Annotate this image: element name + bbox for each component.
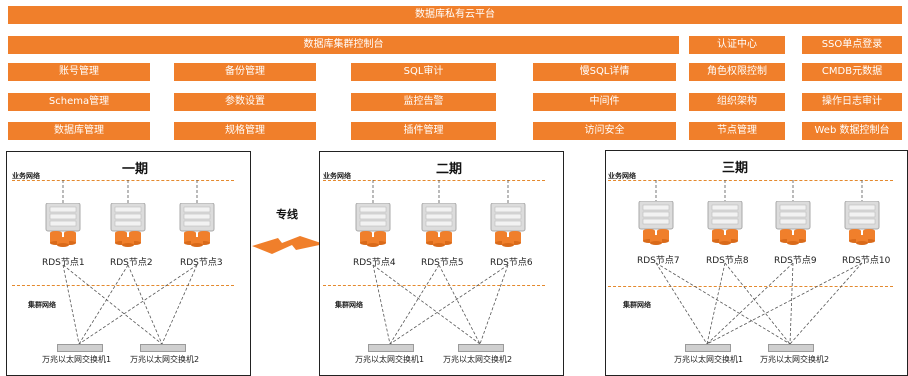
node-label: RDS节点8 [706,256,749,266]
connection-line [706,262,794,345]
connection-line [161,264,198,345]
switch-label: 万兆以太网交换机2 [130,355,200,364]
cluster-net-label-1: 集群网络 [28,301,56,309]
rds-server-icon [354,202,392,247]
rds-server-icon [774,200,812,245]
switch-label: 万兆以太网交换机2 [443,355,513,364]
module-slow-sql: 慢SQL详情 [533,63,676,81]
module-spec-mgmt: 规格管理 [174,122,316,140]
platform-title-bar: 数据库私有云平台 [8,6,902,24]
module-web-console: Web 数据控制台 [802,122,902,140]
connection-line [706,262,726,345]
switch-device [458,344,504,352]
connection-line [62,264,80,345]
phase-panel-3 [605,150,908,376]
business-net-line-2 [323,180,545,181]
module-schema-mgmt: Schema管理 [8,93,150,111]
business-net-line-1 [12,180,234,181]
module-cmdb: CMDB元数据 [802,63,902,81]
business-net-line-3 [608,180,893,181]
switch-device [368,344,414,352]
module-db-mgmt: 数据库管理 [8,122,150,140]
connection-line [789,262,794,345]
connection-line [789,262,863,345]
node-label: RDS节点9 [774,256,817,266]
switch-device [140,344,186,352]
auth-center-bar: 认证中心 [689,36,785,54]
business-net-label-2: 业务网络 [323,172,351,180]
rds-server-icon [489,202,527,247]
rds-server-icon [420,202,458,247]
business-net-label-3: 业务网络 [608,172,636,180]
module-plugin-mgmt: 插件管理 [351,122,496,140]
rds-server-icon [637,200,675,245]
module-backup-mgmt: 备份管理 [174,63,316,81]
connection-line [127,264,163,345]
rds-server-icon [109,202,147,247]
connection-line [706,262,863,345]
phase-panel-1 [6,151,251,376]
business-net-label-1: 业务网络 [12,172,40,180]
module-op-log-audit: 操作日志审计 [802,93,902,111]
rds-server-icon [44,202,82,247]
phase-panel-2 [319,151,564,376]
phase-title-2: 二期 [436,162,463,177]
connection-line [78,264,129,345]
switch-device [768,344,814,352]
connection-line [78,264,198,345]
connection-line [372,264,481,345]
rds-server-icon [706,200,744,245]
module-monitor-alert: 监控告警 [351,93,496,111]
node-label: RDS节点5 [421,258,464,268]
dedicated-line-label: 专线 [276,208,298,221]
switch-label: 万兆以太网交换机2 [760,355,830,364]
connection-line [62,264,163,345]
node-label: RDS节点1 [42,258,85,268]
switch-device [685,344,731,352]
switch-device [57,344,103,352]
node-label: RDS节点6 [490,258,533,268]
connection-line [372,264,391,345]
module-org-structure: 组织架构 [689,93,785,111]
connection-line [655,262,708,345]
switch-label: 万兆以太网交换机1 [355,355,425,364]
connection-line [655,262,791,345]
phase-title-1: 一期 [122,162,149,177]
rds-server-icon [843,200,881,245]
switch-label: 万兆以太网交换机1 [42,355,112,364]
connection-line [724,262,791,345]
lightning-icon [252,236,324,254]
node-label: RDS节点3 [180,258,223,268]
cluster-net-line-3 [608,286,893,287]
module-sql-audit: SQL审计 [351,63,496,81]
module-role-perm: 角色权限控制 [689,63,785,81]
node-label: RDS节点7 [637,256,680,266]
module-access-security: 访问安全 [533,122,676,140]
cluster-net-label-3: 集群网络 [623,301,651,309]
cluster-net-label-2: 集群网络 [335,301,363,309]
connection-line [438,264,481,345]
connection-line [389,264,509,345]
phase-title-3: 三期 [722,161,749,176]
cluster-net-line-1 [12,285,234,286]
switch-label: 万兆以太网交换机1 [674,355,744,364]
module-middleware: 中间件 [533,93,676,111]
connection-line [479,264,509,345]
console-title-bar: 数据库集群控制台 [8,36,679,54]
rds-server-icon [178,202,216,247]
module-param-settings: 参数设置 [174,93,316,111]
node-label: RDS节点10 [842,256,891,266]
sso-login-bar: SSO单点登录 [802,36,902,54]
node-label: RDS节点4 [353,258,396,268]
cluster-net-line-2 [323,285,545,286]
node-label: RDS节点2 [110,258,153,268]
connection-line [389,264,440,345]
module-node-mgmt: 节点管理 [689,122,785,140]
module-account-mgmt: 账号管理 [8,63,150,81]
